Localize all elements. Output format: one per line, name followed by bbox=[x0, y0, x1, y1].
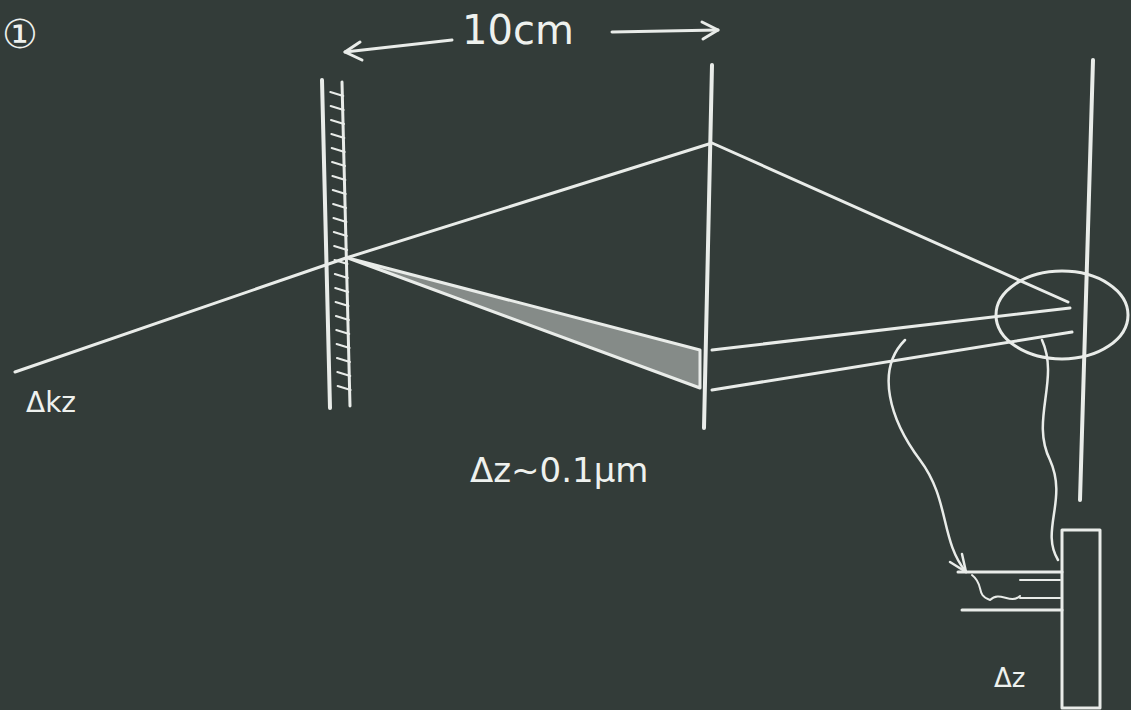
dimension-line bbox=[612, 30, 718, 32]
hatch-tick bbox=[333, 218, 346, 222]
beam-edge bbox=[712, 308, 1070, 350]
leader-line bbox=[889, 340, 966, 572]
hatch-tick bbox=[337, 344, 350, 348]
hatch-tick bbox=[331, 106, 344, 110]
dimension-label: Δz~0.1μm bbox=[470, 452, 648, 489]
hatch-tick bbox=[334, 232, 347, 236]
hatch-tick bbox=[337, 358, 350, 362]
detector-block bbox=[1062, 530, 1100, 708]
hatch-tick bbox=[336, 302, 349, 306]
dimension-label: 10cm bbox=[462, 8, 574, 52]
hatch-tick bbox=[332, 162, 345, 166]
grating-edge bbox=[342, 82, 350, 406]
hatch-tick bbox=[337, 372, 350, 376]
upper-ray bbox=[346, 143, 1068, 302]
symbol-label: Δkz bbox=[26, 388, 76, 419]
hatch-tick bbox=[338, 386, 351, 390]
grating-hatch bbox=[330, 92, 350, 390]
hatch-tick bbox=[335, 288, 348, 292]
incident-ray bbox=[15, 258, 346, 372]
focus-circle bbox=[996, 271, 1128, 359]
leader-line bbox=[1042, 340, 1058, 560]
hatch-tick bbox=[335, 274, 348, 278]
hatch-tick bbox=[330, 92, 343, 96]
symbol-label: Δz bbox=[994, 664, 1025, 693]
callout-number: ① bbox=[2, 12, 38, 56]
plate-line bbox=[704, 65, 712, 428]
hatch-tick bbox=[331, 120, 344, 124]
diffracted-beam bbox=[348, 258, 700, 388]
hatch-tick bbox=[333, 204, 346, 208]
arrow-head bbox=[702, 22, 718, 39]
hatch-tick bbox=[332, 176, 345, 180]
hatch-tick bbox=[336, 330, 349, 334]
hatch-tick bbox=[333, 190, 346, 194]
hatch-tick bbox=[331, 134, 344, 138]
screen-line bbox=[1080, 60, 1093, 500]
hatch-tick bbox=[334, 246, 347, 250]
hatch-tick bbox=[332, 148, 345, 152]
zoom-line bbox=[1020, 580, 1060, 598]
arrow-head bbox=[345, 42, 362, 60]
grating-edge bbox=[322, 80, 330, 408]
hatch-tick bbox=[336, 316, 349, 320]
zoom-squiggle bbox=[972, 575, 1020, 600]
zoom-line bbox=[958, 571, 1062, 574]
arrow-head bbox=[950, 554, 966, 572]
zoom-line bbox=[962, 609, 1062, 612]
